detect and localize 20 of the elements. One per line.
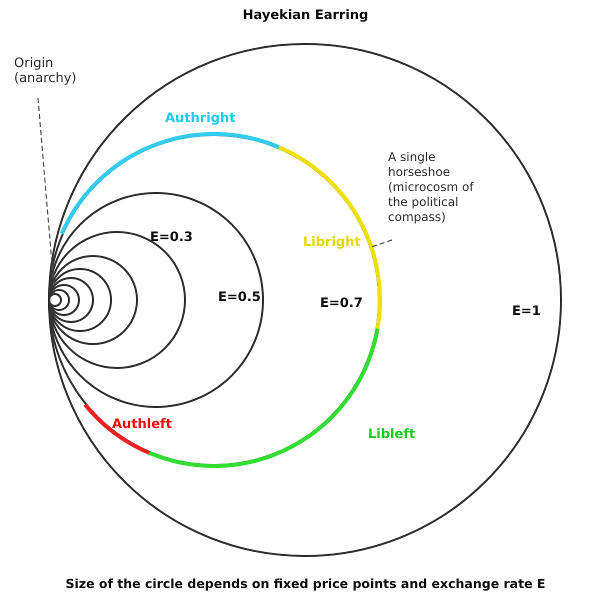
annotation-text: A single horseshoe (microcosm of the political compass) [388, 150, 488, 225]
circle [48, 277, 94, 323]
title: Hayekian Earring [242, 8, 370, 23]
circle [48, 293, 62, 307]
circle-label: E=0.7 [320, 296, 363, 311]
circle [48, 289, 70, 311]
circle-label: E=0.3 [150, 230, 193, 245]
circle [48, 255, 138, 345]
annotation-text: Origin (anarchy) [14, 56, 78, 86]
circle-label: E=1 [512, 304, 541, 319]
caption: Size of the circle depends on fixed price points and exchange rate E [64, 576, 546, 591]
arc-label: Authleft [112, 417, 172, 432]
circle [48, 284, 80, 316]
circle [48, 192, 264, 408]
circle [48, 268, 112, 332]
arc-label: Authright [165, 111, 236, 126]
leader-line [371, 239, 392, 248]
arc-label: Libleft [368, 427, 416, 442]
circle-label: E=0.5 [218, 290, 261, 305]
arc-label: Libright [303, 235, 361, 250]
